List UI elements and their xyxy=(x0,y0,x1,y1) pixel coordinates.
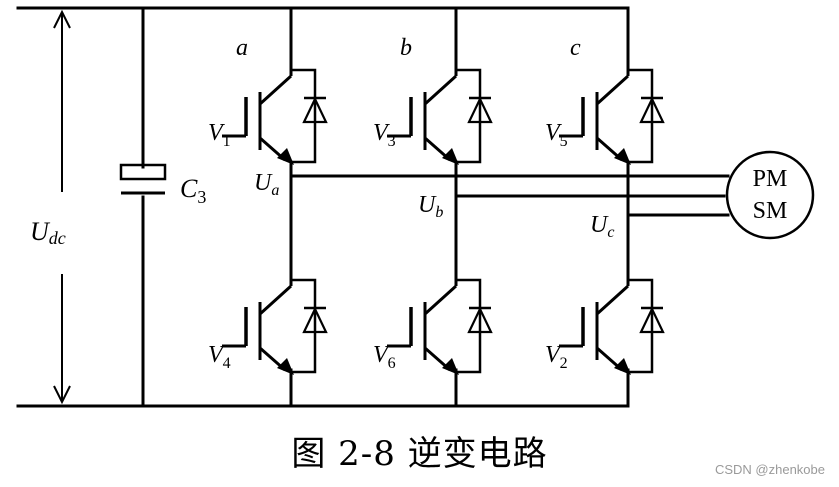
ua-label: Ua xyxy=(254,170,279,199)
capacitor-label: C3 xyxy=(180,174,206,207)
udc-arrow xyxy=(53,9,71,405)
watermark: CSDN @zhenkobe xyxy=(714,462,825,477)
v1-label: V1 xyxy=(208,120,231,150)
inverter-circuit-diagram: PM SM Udc C3 a b c V1 V3 V5 V4 V6 V2 Ua … xyxy=(16,6,815,408)
motor-label-pm: PM xyxy=(753,166,788,192)
ub-label: Ub xyxy=(418,192,443,221)
figure-caption: 图 2-8 逆变电路 xyxy=(291,434,548,474)
udc-label: Udc xyxy=(30,217,66,248)
leg-b-letter: b xyxy=(400,35,412,61)
leg-a-letter: a xyxy=(236,35,248,61)
capacitor-c3 xyxy=(119,163,167,195)
v6-label: V6 xyxy=(373,342,396,372)
igbt-v2 xyxy=(557,248,665,377)
motor-label-sm: SM xyxy=(753,198,788,224)
uc-label: Uc xyxy=(590,212,614,241)
v2-label: V2 xyxy=(545,342,568,372)
v4-label: V4 xyxy=(208,342,231,372)
v5-label: V5 xyxy=(545,120,568,150)
pmsm-motor: PM SM xyxy=(725,150,815,240)
v3-label: V3 xyxy=(373,120,396,150)
igbt-v6 xyxy=(385,248,493,377)
igbt-v4 xyxy=(220,248,328,377)
leg-c-letter: c xyxy=(570,35,581,61)
